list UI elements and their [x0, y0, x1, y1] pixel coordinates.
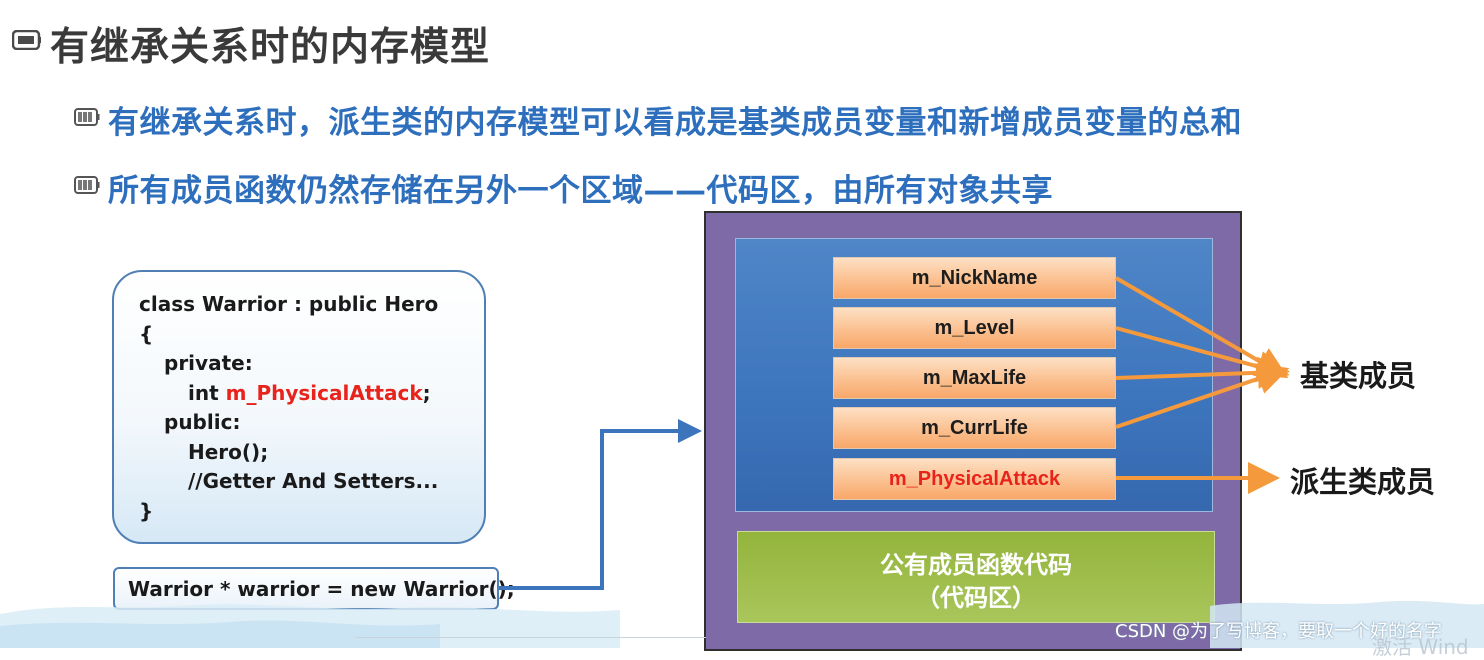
- derived-members-label: 派生类成员: [1290, 465, 1436, 499]
- field-m-currlife: m_CurrLife: [833, 407, 1116, 449]
- field-m-nickname: m_NickName: [833, 257, 1116, 299]
- code-line-private: private:: [164, 351, 253, 375]
- code-line-class-decl: class Warrior : public Hero: [139, 292, 439, 316]
- code-line-constructor: Hero();: [188, 440, 269, 464]
- title-bullet-icon: [12, 30, 41, 50]
- code-semicolon: ;: [422, 381, 431, 405]
- bullet-text-1: 有继承关系时，派生类的内存模型可以看成是基类成员变量和新增成员变量的总和: [108, 105, 1242, 141]
- instantiation-arrow: [499, 419, 702, 590]
- code-member-name: m_PhysicalAttack: [225, 381, 423, 405]
- base-member-arrows: [1114, 276, 1290, 429]
- code-snippet-box: [112, 270, 486, 544]
- code-type: int: [188, 381, 226, 405]
- code-area-title: 公有成员函数代码: [880, 551, 1072, 579]
- csdn-watermark: CSDN @为了写博客，要取一个好的名字: [1115, 621, 1443, 642]
- code-line-close-brace: }: [139, 499, 154, 523]
- bullet-text-2: 所有成员函数仍然存储在另外一个区域——代码区，由所有对象共享: [108, 173, 1053, 209]
- base-members-label: 基类成员: [1300, 359, 1417, 393]
- code-line-comment: //Getter And Setters...: [188, 469, 439, 493]
- code-line-open-brace: {: [139, 322, 154, 346]
- code-line-public: public:: [164, 410, 241, 434]
- code-area-subtitle: （代码区）: [916, 584, 1036, 612]
- code-line-member: int m_PhysicalAttack;: [188, 381, 431, 405]
- instantiation-code: Warrior * warrior = new Warrior();: [128, 577, 515, 601]
- instantiation-box: [113, 567, 499, 610]
- field-m-level: m_Level: [833, 307, 1116, 349]
- field-m-maxlife: m_MaxLife: [833, 357, 1116, 399]
- code-area-block: [737, 531, 1215, 623]
- slide-title: 有继承关系时的内存模型: [50, 25, 491, 70]
- battery-bullet-icon: [74, 108, 100, 126]
- bottom-divider: [356, 637, 706, 638]
- field-m-physicalattack: m_PhysicalAttack: [833, 458, 1116, 500]
- activate-windows-text: 激活 Wind: [1372, 635, 1469, 659]
- battery-bullet-icon: [74, 176, 100, 194]
